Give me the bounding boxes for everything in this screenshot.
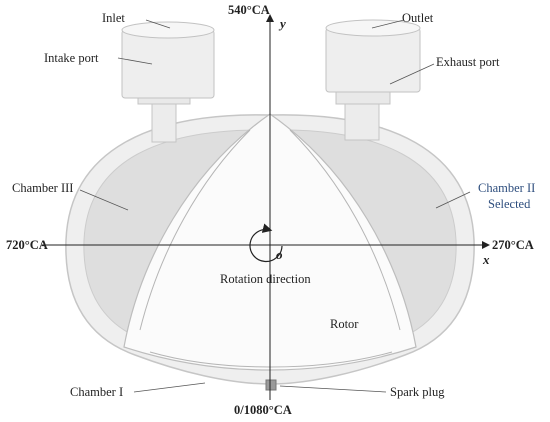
- label-origin: o: [276, 247, 283, 262]
- label-chamber-one: Chamber I: [70, 385, 123, 399]
- axis-label-y: y: [278, 16, 286, 31]
- label-rotation-direction: Rotation direction: [220, 272, 311, 286]
- label-selected: Selected: [488, 197, 531, 211]
- rotation-arrow-icon: [249, 223, 283, 263]
- angle-bottom: 0/1080°CA: [234, 403, 292, 417]
- rotor-flank-right: [289, 129, 401, 331]
- leader-spark-plug: [279, 385, 387, 393]
- inlet-cap: [121, 21, 215, 39]
- label-intake-port: Intake port: [44, 51, 99, 65]
- leader-chamber-one: [133, 382, 206, 393]
- leader-intake-port: [117, 57, 153, 65]
- label-exhaust-port: Exhaust port: [436, 55, 500, 69]
- intake-body: [121, 29, 215, 99]
- rotor-flank-left: [139, 129, 251, 331]
- spark-plug: [265, 379, 277, 391]
- label-outlet: Outlet: [402, 11, 434, 25]
- angle-top: 540°CA: [228, 3, 270, 17]
- exhaust-body: [325, 27, 421, 93]
- angle-left: 720°CA: [6, 238, 48, 252]
- leader-outlet: [371, 19, 405, 29]
- label-rotor: Rotor: [330, 317, 359, 331]
- leader-inlet: [145, 19, 171, 29]
- label-chamber-three: Chamber III: [12, 181, 73, 195]
- label-spark-plug: Spark plug: [390, 385, 445, 399]
- leader-chamber-three: [79, 189, 129, 211]
- leader-exhaust-port: [389, 63, 435, 85]
- label-chamber-two: Chamber II: [478, 181, 535, 195]
- label-inlet: Inlet: [102, 11, 125, 25]
- leader-chamber-two: [435, 191, 471, 209]
- exhaust-runner: [344, 99, 380, 141]
- axis-label-x: x: [482, 252, 490, 267]
- intake-runner: [151, 99, 177, 143]
- angle-right: 270°CA: [492, 238, 534, 252]
